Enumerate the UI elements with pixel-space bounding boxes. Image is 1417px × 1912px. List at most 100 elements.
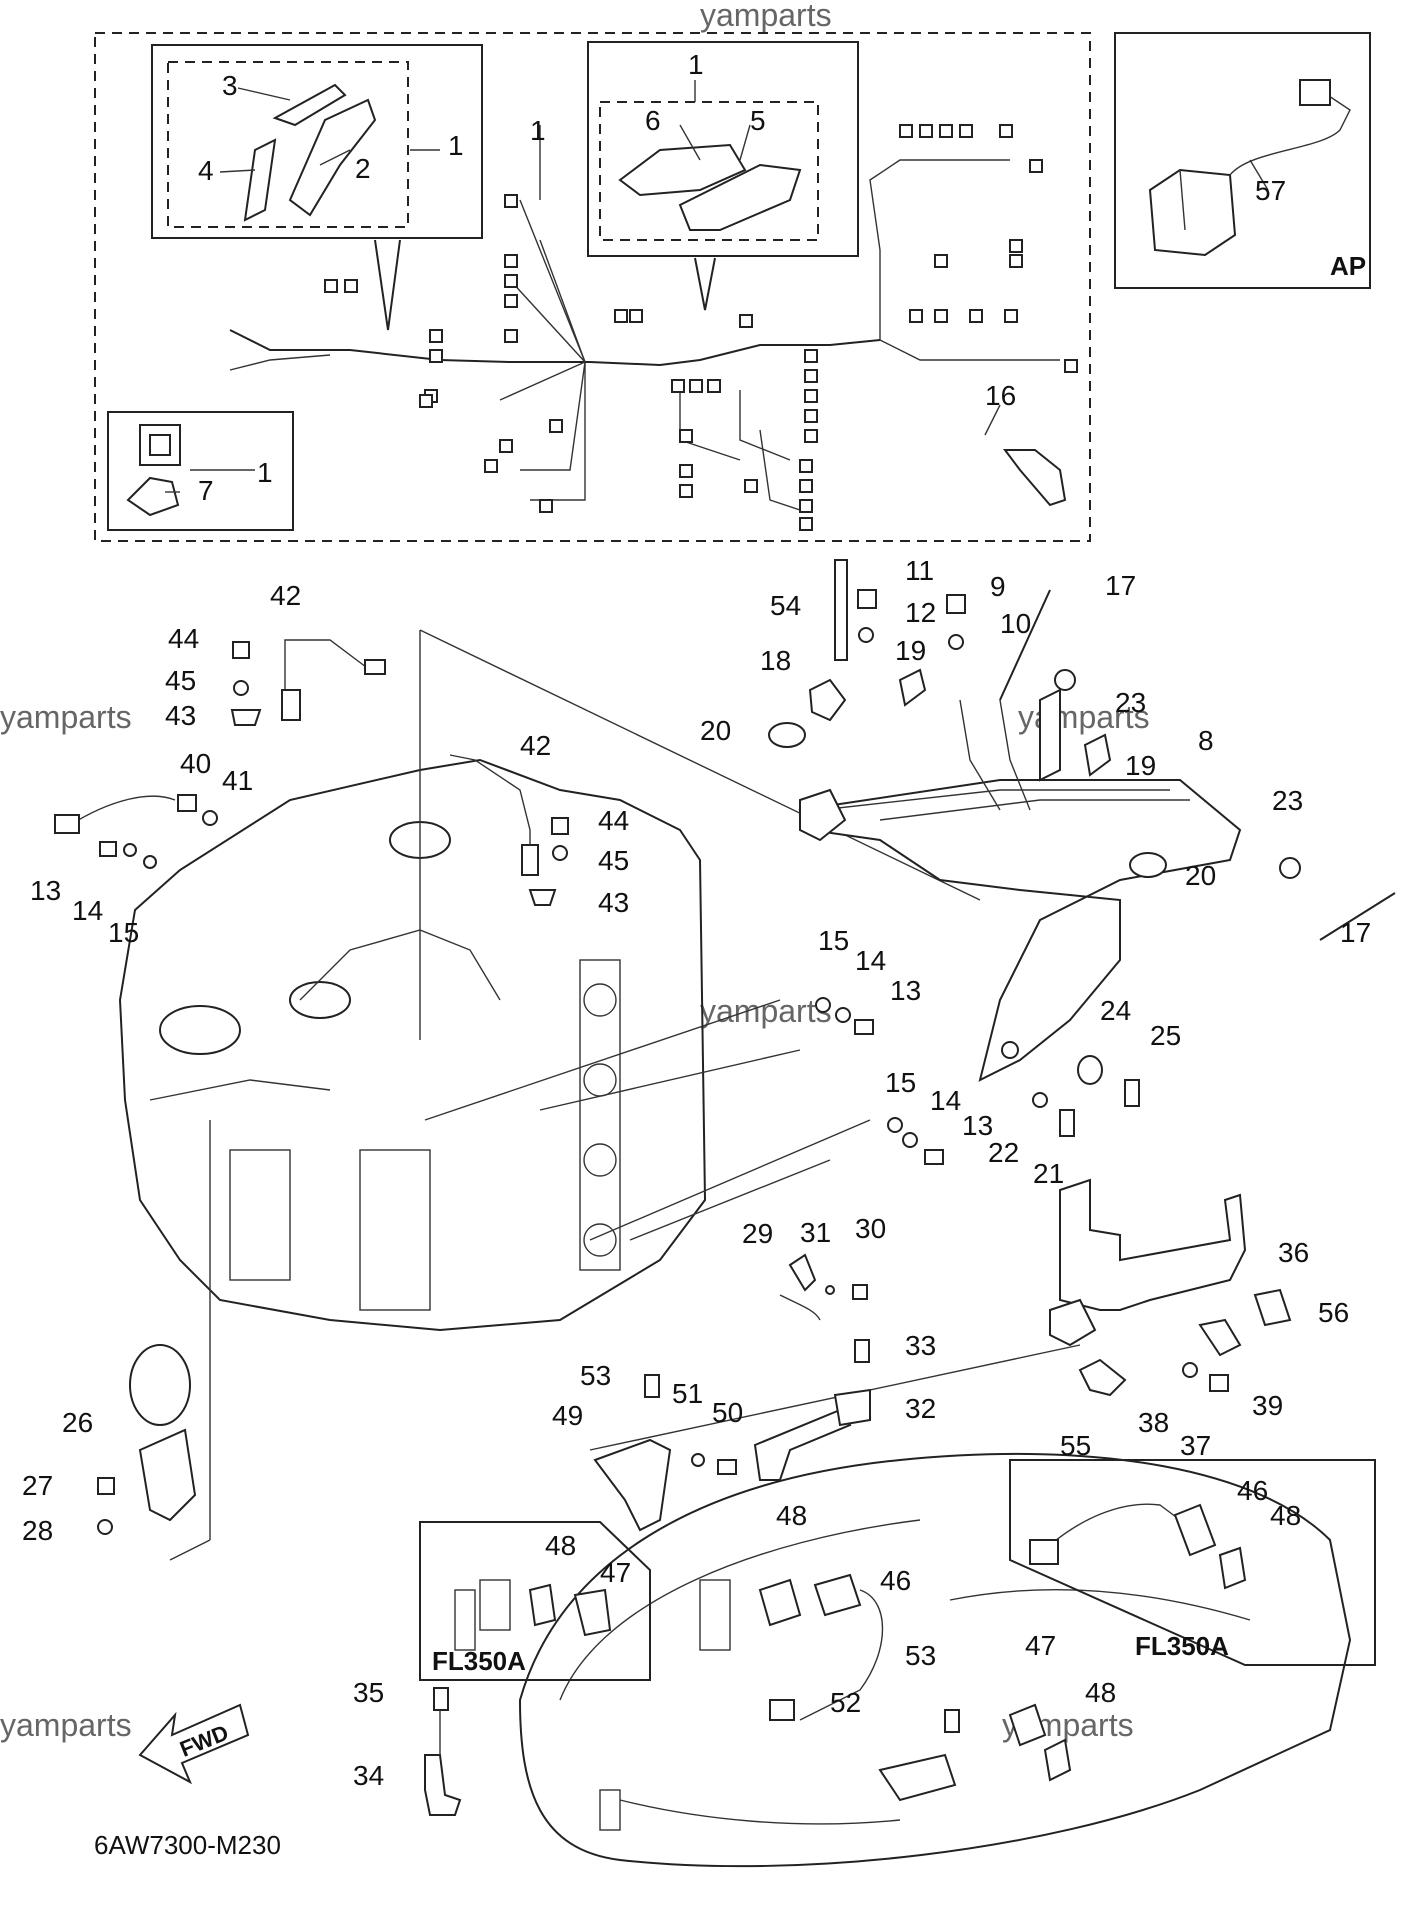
callout-31: 31: [800, 1217, 831, 1248]
callout-48: 48: [1085, 1677, 1116, 1708]
harness-branch-i: [879, 339, 1060, 361]
clip-39: [1198, 1318, 1242, 1357]
callout-23: 23: [1272, 785, 1303, 816]
callout-38: 38: [1138, 1407, 1169, 1438]
washer-41: [202, 810, 218, 826]
callout-4: 4: [198, 155, 214, 186]
bracket-8: [798, 688, 1242, 1082]
callout-24: 24: [1100, 995, 1131, 1026]
washer-51: [691, 1453, 705, 1467]
callout-12: 12: [905, 597, 936, 628]
callout-45: 45: [165, 665, 196, 696]
callout-15: 15: [108, 917, 139, 948]
callout-29: 29: [742, 1218, 773, 1249]
bolt-53-top: [644, 1374, 660, 1398]
engine-outline: [118, 758, 707, 1332]
callout-45: 45: [598, 845, 629, 876]
engine-port-a: [289, 981, 351, 1019]
fl350a-box-left: FL350A: [419, 1521, 651, 1681]
center-bottom-parts: [593, 1253, 960, 1802]
bottom-cowl: [518, 1452, 1352, 1868]
callout-9: 9: [990, 571, 1006, 602]
bracket-32-head: [833, 1388, 871, 1427]
connector-coupler-7-inner: [149, 434, 171, 456]
callout-1: 1: [257, 457, 273, 488]
callout-13: 13: [962, 1110, 993, 1141]
engine-panel-a: [229, 1149, 291, 1281]
callout-40: 40: [180, 748, 211, 779]
washer-10: [948, 634, 964, 650]
washer-22: [1032, 1092, 1048, 1108]
bolt-27: [97, 1477, 115, 1495]
callout-46: 46: [1237, 1475, 1268, 1506]
callout-39: 39: [1252, 1390, 1283, 1421]
sensor-42-right-lead: [449, 754, 531, 850]
callout-15: 15: [818, 925, 849, 956]
fl350a-left-grommet-48: [528, 1583, 557, 1627]
cable-tie-17-right: [1319, 892, 1396, 941]
callout-47: 47: [1025, 1630, 1056, 1661]
diagram-code: 6AW7300-M230: [94, 1830, 281, 1860]
callout-5: 5: [750, 105, 766, 136]
harness-branch-e: [499, 361, 586, 401]
callout-3: 3: [222, 70, 238, 101]
bracket-arm-a: [959, 699, 1001, 811]
callout-48: 48: [776, 1500, 807, 1531]
callout-10: 10: [1000, 608, 1031, 639]
collar-24: [1077, 1055, 1103, 1085]
callout-13: 13: [30, 875, 61, 906]
callout-52: 52: [830, 1687, 861, 1718]
watermark-center: yamparts: [700, 993, 832, 1029]
fl350a-right-plug: [1029, 1539, 1059, 1565]
watermark-left: yamparts: [0, 699, 132, 735]
mid-fasteners: [815, 997, 944, 1165]
washer-15-mid-a: [815, 997, 831, 1013]
bracket-36: [1049, 1178, 1292, 1397]
grommet-48-mid: [758, 1578, 802, 1627]
cable-tie-54: [834, 559, 848, 661]
pointer-left: [374, 239, 401, 331]
callout-7: 7: [198, 475, 214, 506]
callout-25: 25: [1150, 1020, 1181, 1051]
washer-14-left: [123, 843, 137, 857]
fl350a-right-label: FL350A: [1135, 1631, 1229, 1661]
harness-branch-d: [509, 279, 586, 363]
callout-8: 8: [1198, 725, 1214, 756]
fl350a-box-right: FL350A: [1009, 1459, 1376, 1666]
watermark-top: yamparts: [700, 0, 832, 33]
bolt-33: [854, 1339, 870, 1363]
bracket-52: [878, 1753, 957, 1802]
grommet-48-bottom: [1043, 1738, 1072, 1782]
callout-30: 30: [855, 1213, 886, 1244]
callout-1: 1: [448, 130, 464, 161]
clamp-19-left: [898, 668, 927, 707]
bracket-arm-c: [1039, 688, 1061, 782]
wire-harness-group: [94, 32, 1091, 542]
clip-29-lead: [779, 1294, 821, 1321]
clip-29: [788, 1253, 817, 1292]
cable-tie-17-top: [999, 589, 1051, 701]
sensor-42-left-lead: [284, 639, 371, 720]
callout-22: 22: [988, 1137, 1019, 1168]
bolt-50: [717, 1459, 737, 1475]
callout-23: 23: [1115, 687, 1146, 718]
callout-13: 13: [890, 975, 921, 1006]
callout-6: 6: [645, 105, 661, 136]
clamp-43-left: [230, 709, 262, 726]
engine-block: [118, 758, 707, 1426]
callout-17: 17: [1340, 917, 1371, 948]
harness-cover-4: [243, 138, 277, 222]
callout-37: 37: [1180, 1430, 1211, 1461]
callout-14: 14: [855, 945, 886, 976]
sensor-42-left-plug: [364, 659, 386, 675]
clip-56: [1253, 1288, 1292, 1327]
callout-46: 46: [880, 1565, 911, 1596]
bolt-25: [1124, 1079, 1140, 1107]
bolt-30: [852, 1284, 868, 1300]
coupler-46-mid: [813, 1573, 862, 1617]
fwd-arrow: FWD: [138, 1703, 250, 1785]
engine-rib-b: [149, 1079, 331, 1101]
washer-28: [97, 1519, 113, 1535]
bracket-36-body: [1059, 1178, 1247, 1311]
